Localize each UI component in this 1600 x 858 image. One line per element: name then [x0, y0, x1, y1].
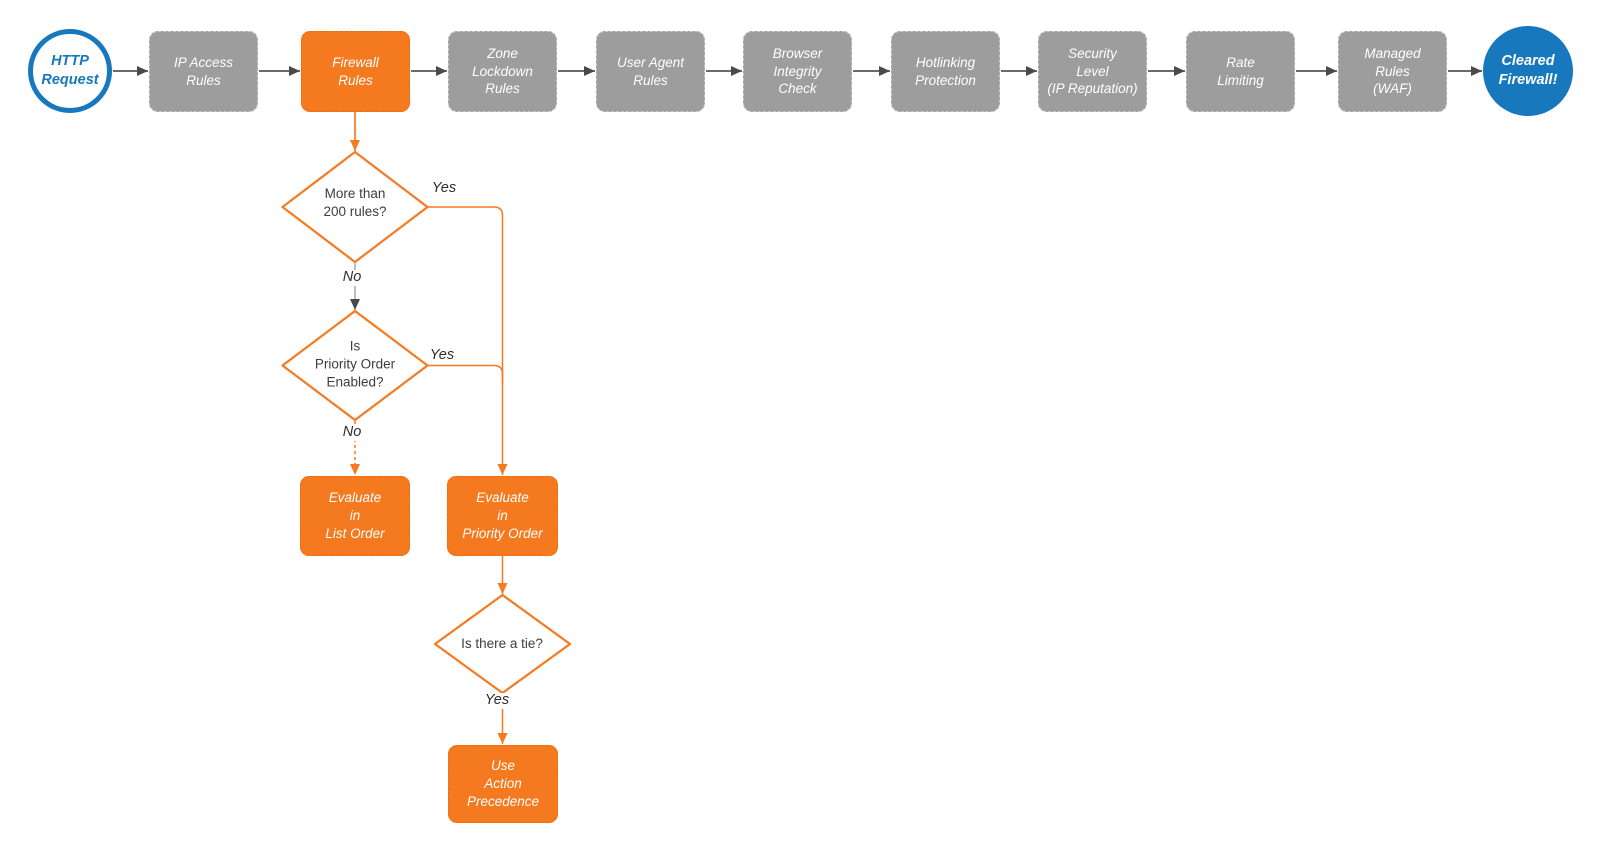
node-hotlinking-protection: Hotlinking Protection: [891, 31, 1000, 112]
node-security-level: Security Level (IP Reputation): [1038, 31, 1147, 112]
decision-more-than-200-shape: [281, 150, 429, 264]
edge-label-no-2: No: [339, 424, 365, 441]
edge-d2-yes: [428, 364, 504, 384]
decision-more-than-200-label: More than 200 rules?: [323, 185, 387, 219]
node-evaluate-priority-order: Evaluate in Priority Order: [447, 476, 558, 556]
node-evaluate-list-order: Evaluate in List Order: [300, 476, 410, 556]
node-managed-rules-waf: Managed Rules (WAF): [1338, 31, 1447, 112]
node-ip-access-rules-label: IP Access Rules: [173, 54, 234, 88]
node-security-level-label: Security Level (IP Reputation): [1047, 45, 1138, 97]
edge-d1-yes: [428, 206, 508, 475]
edge-label-yes-2: Yes: [426, 347, 458, 364]
node-evaluate-priority-order-label: Evaluate in Priority Order: [462, 490, 543, 541]
edge-label-no-1: No: [339, 269, 365, 286]
node-http-request-label: HTTP Request: [41, 52, 99, 88]
node-use-action-precedence: Use Action Precedence: [448, 745, 558, 823]
node-rate-limiting: Rate Limiting: [1186, 31, 1295, 112]
node-browser-integrity-check: Browser Integrity Check: [743, 31, 852, 112]
node-evaluate-list-order-label: Evaluate in List Order: [325, 490, 385, 541]
node-firewall-rules: Firewall Rules: [301, 31, 410, 112]
node-zone-lockdown-rules-label: Zone Lockdown Rules: [472, 45, 533, 97]
node-rate-limiting-label: Rate Limiting: [1217, 54, 1264, 88]
node-ip-access-rules: IP Access Rules: [149, 31, 258, 112]
decision-priority-enabled-shape: [281, 309, 429, 422]
node-user-agent-rules: User Agent Rules: [596, 31, 705, 112]
edge-label-yes-3: Yes: [481, 692, 513, 709]
node-use-action-precedence-label: Use Action Precedence: [466, 758, 540, 809]
edge-label-yes-1: Yes: [428, 180, 460, 197]
node-cleared-firewall-label: Cleared Firewall!: [1498, 52, 1558, 88]
decision-tie-label: Is there a tie?: [461, 635, 543, 651]
node-managed-rules-waf-label: Managed Rules (WAF): [1364, 45, 1421, 97]
decision-shapes: [281, 150, 572, 695]
node-zone-lockdown-rules: Zone Lockdown Rules: [448, 31, 557, 112]
decision-tie-shape: [433, 593, 572, 695]
node-http-request: HTTP Request: [28, 29, 112, 113]
node-firewall-rules-label: Firewall Rules: [332, 54, 379, 88]
decision-priority-enabled-label: Is Priority Order Enabled?: [314, 338, 396, 391]
node-cleared-firewall: Cleared Firewall!: [1483, 26, 1573, 116]
node-hotlinking-protection-label: Hotlinking Protection: [915, 54, 976, 88]
node-user-agent-rules-label: User Agent Rules: [616, 54, 685, 88]
node-browser-integrity-check-label: Browser Integrity Check: [772, 45, 823, 97]
